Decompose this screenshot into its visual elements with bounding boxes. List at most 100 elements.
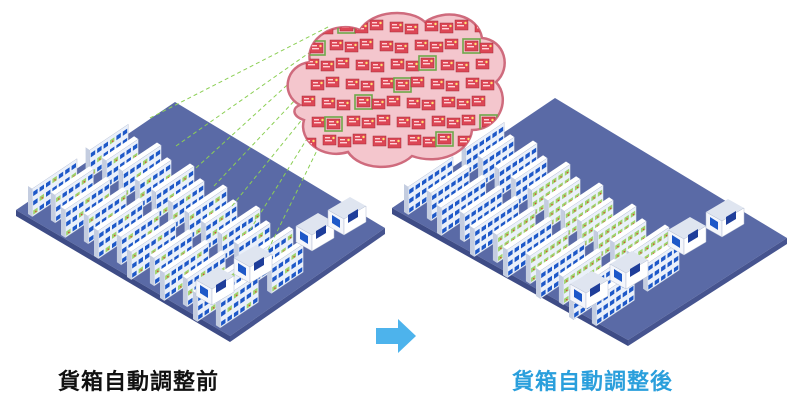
cloud-bin: [345, 78, 360, 90]
cloud-bin: [369, 19, 384, 31]
cloud-bin: [371, 98, 386, 110]
storage-rack: [116, 208, 160, 266]
picking-workstation: [569, 271, 609, 310]
storage-rack: [527, 161, 571, 219]
picking-workstation: [327, 197, 367, 236]
cloud-bin: [418, 55, 437, 71]
picking-workstation: [705, 199, 745, 238]
storage-rack: [151, 163, 195, 221]
caption-before: 貨箱自動調整前: [58, 370, 220, 395]
cloud-bin: [429, 41, 444, 53]
cloud-bin: [389, 21, 404, 33]
cloud-bin: [480, 79, 495, 91]
cloud-bin: [324, 116, 343, 132]
arrow-right-icon: [376, 319, 416, 353]
storage-rack: [503, 216, 553, 279]
cloud-bin: [435, 131, 454, 147]
cloud-bin: [396, 116, 411, 128]
warehouse-before: [16, 102, 385, 342]
cloud-bin: [440, 59, 455, 71]
cloud-bin: [393, 77, 412, 93]
cloud-bin: [455, 61, 470, 73]
cloud-bin: [311, 116, 326, 128]
cloud-bin: [454, 19, 469, 31]
cloud-bin: [479, 42, 494, 54]
cloud-bin: [439, 22, 454, 34]
picking-workstation: [667, 217, 707, 256]
cloud-bin: [462, 38, 481, 54]
cloud-bin: [456, 98, 471, 110]
picking-workstation: [609, 251, 649, 290]
storage-rack: [593, 203, 637, 261]
warehouse-after: [392, 98, 787, 346]
storage-rack: [577, 197, 614, 250]
cloud-bin: [361, 117, 376, 129]
cloud-bin: [370, 61, 385, 73]
cloud-bin: [344, 41, 359, 53]
cloud-bin: [359, 38, 374, 50]
cloud-bin: [304, 21, 319, 33]
cloud-bin: [405, 60, 420, 72]
cloud-bin: [387, 137, 402, 149]
cloud-bin: [380, 77, 395, 89]
workstations-before: [195, 197, 367, 306]
storage-rack: [102, 136, 139, 189]
picking-workstation: [195, 267, 235, 306]
cloud-bin: [445, 80, 460, 92]
cloud-bin: [301, 95, 316, 107]
cloud-bin: [372, 135, 387, 147]
storage-rack: [643, 239, 680, 292]
cloud-bin: [430, 78, 445, 90]
cloud-bin: [421, 99, 436, 111]
cloud-bin: [355, 59, 370, 71]
cloud-bin: [404, 23, 419, 35]
storage-rack: [85, 121, 129, 179]
floor-before-edge: [16, 210, 230, 342]
cloud-bin: [461, 114, 476, 126]
cloud-bin: [422, 136, 437, 148]
cloud-bin: [320, 60, 335, 72]
cloud-bin: [475, 58, 490, 70]
cloud-bin: [465, 77, 480, 89]
picking-workstation: [295, 213, 335, 252]
cloud-bin: [325, 76, 340, 88]
cloud-bin: [424, 20, 439, 32]
cloud-bin: [444, 38, 459, 50]
connector-lines: [149, 25, 331, 251]
cloud-bin: [335, 57, 350, 69]
cloud-bin: [406, 97, 421, 109]
cloud-bin: [322, 134, 337, 146]
cloud-bin: [441, 96, 456, 108]
cloud-bin: [446, 117, 461, 129]
cloud-bin: [321, 97, 336, 109]
cloud-bin: [346, 115, 361, 127]
cloud-bin: [360, 80, 375, 92]
caption-after: 貨箱自動調整後: [512, 370, 674, 395]
cloud-bin: [386, 95, 401, 107]
cloud-bin: [305, 58, 320, 70]
storage-rack: [267, 241, 304, 294]
cloud-icon: [286, 11, 506, 169]
cloud-bin: [410, 76, 425, 88]
picking-workstation: [233, 245, 273, 284]
storage-rack: [536, 237, 586, 300]
cloud-bin: [471, 95, 486, 107]
cloud-bin: [354, 94, 373, 110]
cloud-bin: [376, 114, 391, 126]
cloud-bin: [411, 118, 426, 130]
cloud-bin: [329, 39, 344, 51]
cloud-bin: [336, 99, 351, 111]
cloud-bin: [407, 134, 422, 146]
workstations-after: [569, 199, 745, 310]
cloud-bin: [310, 79, 325, 91]
cloud-bin: [394, 42, 409, 54]
storage-rack: [511, 155, 548, 208]
storage-rack: [201, 199, 238, 252]
cloud-bin: [474, 21, 489, 33]
cloud-bin: [390, 58, 405, 70]
cloud-bin: [431, 115, 446, 127]
cloud-bin: [379, 40, 394, 52]
cloud-bin: [352, 133, 367, 145]
cloud-bin: [414, 39, 429, 51]
